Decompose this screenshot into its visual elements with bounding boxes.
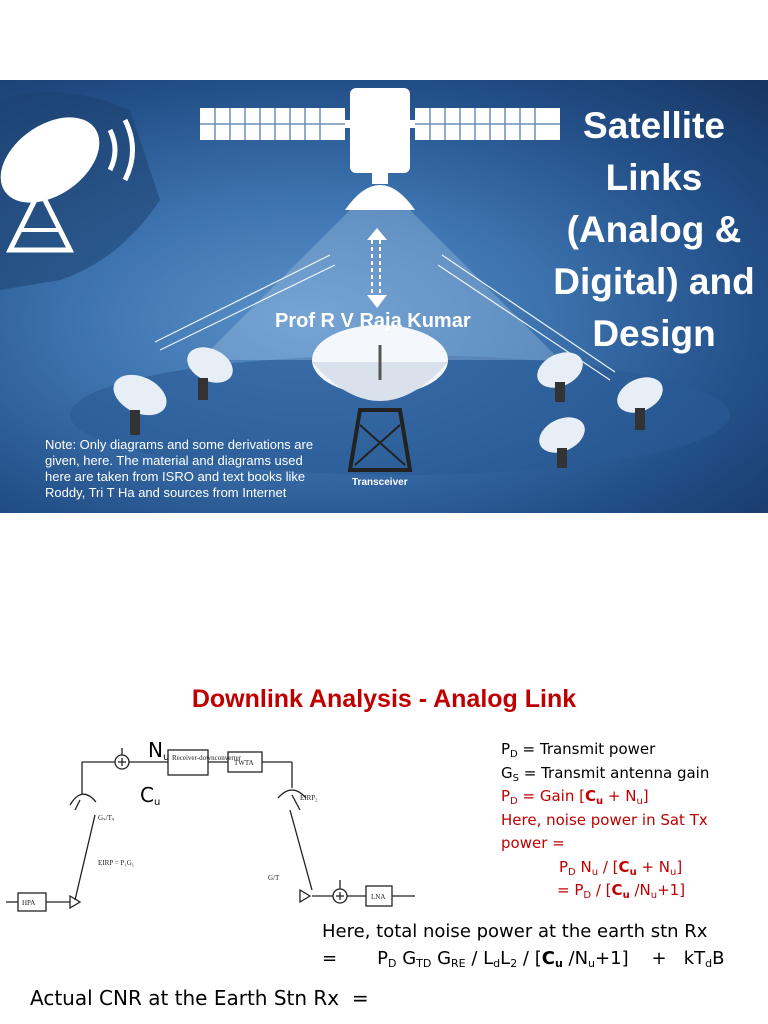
cu-label: Cu [140,783,161,808]
eirp-up-label: EIRP = P₁G₁ [98,859,134,867]
equations-panel: PD = Transmit power GS = Transmit antenn… [501,738,709,903]
downlink-block-diagram: Receiver-downconverter TWTA HPA LNA EIRP… [6,748,415,912]
eirp-down-label: EIRP₂ [300,794,318,802]
transceiver-label: Transceiver [352,477,408,488]
title-line-4: Digital) and [553,261,755,302]
total-noise-formula: = PD GTD GRE / LdL2 / [Cu /Nu+1] + kTdB [322,948,725,970]
slide-title: Satellite Links (Analog & Digital) and D… [540,80,768,360]
satellite-icon [200,88,560,210]
eq-antenna-gain: GS = Transmit antenna gain [501,763,710,784]
small-dish-icons [113,347,663,468]
twta-label: TWTA [234,759,254,767]
author-name: Prof R V Raja Kumar [275,310,471,332]
slide-heading: Downlink Analysis - Analog Link [191,685,577,713]
nu-label: Nu [148,738,170,763]
cnr-text: Actual CNR at the Earth Stn Rx = [30,986,369,1010]
title-line-2: Links [605,157,703,198]
eq-transmit-power: PD = Transmit power [501,740,656,760]
lna-label: LNA [371,893,385,901]
transceiver-dish-icon [312,325,448,472]
eq-noise-text: Here, noise power in Sat Tx [501,810,708,829]
title-line-5: Design [592,313,716,354]
gs-ts-label: Gₛ/Tₛ [98,814,115,822]
eq-noise-formula: PD Nu / [Cu + Nu] [559,857,683,878]
eq-noise-formula-2: = PD / [Cu /Nu+1] [557,881,686,901]
total-noise-text: Here, total noise power at the earth stn… [322,921,708,942]
eq-pd-gain: PD = Gain [Cu + Nu] [501,787,649,807]
eq-noise-text-2: power = [501,834,565,852]
receiver-box-label: Receiver-downconverter [172,754,242,762]
g-t-label: G/T [268,874,280,882]
hpa-label: HPA [22,899,35,907]
title-line-3: (Analog & [566,209,742,250]
satellite-scene-illustration [0,88,730,475]
source-note: Note: Only diagrams and some derivations… [45,437,314,500]
title-line-1: Satellite [583,105,725,146]
ground-station-dish-icon [0,117,135,253]
title-slide: Satellite Links (Analog & Digital) and D… [0,80,768,513]
